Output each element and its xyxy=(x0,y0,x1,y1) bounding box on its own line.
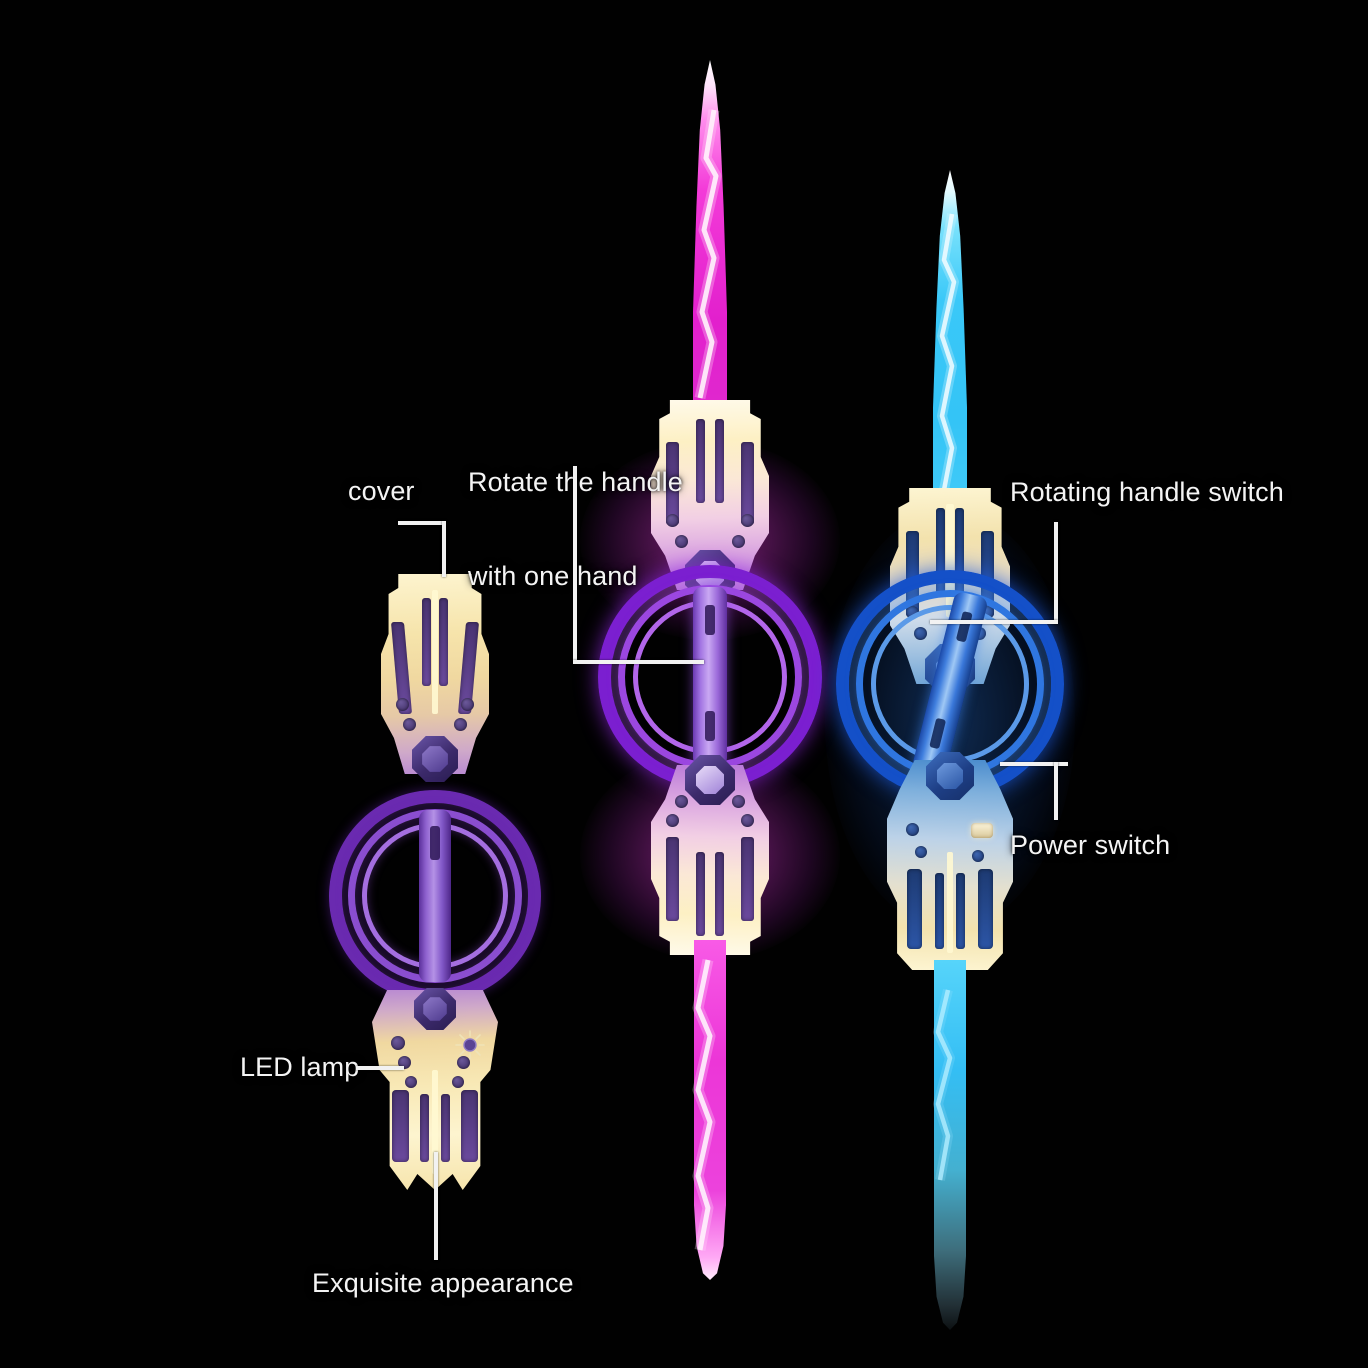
hilt-stud-1 xyxy=(666,814,680,828)
grip-stud-2 xyxy=(914,846,927,859)
hilt-inlay-center-left xyxy=(935,507,946,594)
handle-slot-bottom xyxy=(929,717,947,750)
hilt-spine xyxy=(431,590,439,714)
hilt-inlay-center-right xyxy=(439,598,448,686)
grip-inlay-right xyxy=(977,869,993,949)
hilt-stud-3 xyxy=(740,514,754,527)
grip-inlay-center-left xyxy=(934,873,944,949)
blue-lower-grip xyxy=(887,752,1013,970)
grip-stud-5 xyxy=(451,1076,464,1088)
hilt-stud-2 xyxy=(674,534,688,548)
leader-led-horizontal xyxy=(356,1066,404,1070)
grip-stud-1 xyxy=(905,823,919,836)
hilt-inlay-center-left xyxy=(695,419,706,503)
leader-rotating-switch-horizontal xyxy=(930,620,1058,624)
hilt-inlay-left xyxy=(666,441,680,526)
hilt-stud-1 xyxy=(905,605,919,619)
label-rotate-handle-line2: with one hand xyxy=(468,560,638,591)
led-strip-right xyxy=(461,1090,478,1162)
hilt-inlay-right xyxy=(981,531,995,618)
grip-gem xyxy=(414,988,456,1030)
grip-gem xyxy=(926,752,974,800)
blue-blade-lower xyxy=(934,960,966,1330)
led-strip-center-right xyxy=(441,1094,451,1162)
hilt-gem-core xyxy=(422,746,448,772)
hilt-stud-2 xyxy=(914,627,927,641)
leader-rotate-horizontal xyxy=(573,660,704,664)
blue-blade-upper xyxy=(933,170,967,500)
grip-spine xyxy=(431,1070,439,1174)
purple-rotating-ring[interactable] xyxy=(329,790,541,1002)
led-strip-left xyxy=(392,1090,409,1162)
grip-gem-core xyxy=(936,762,964,790)
hilt-stud-1 xyxy=(666,514,680,527)
grip-gem-core xyxy=(423,997,447,1021)
grip-inlay-center-right xyxy=(956,873,966,949)
leader-power-vertical xyxy=(1054,762,1058,820)
leader-power-horizontal xyxy=(1000,762,1068,766)
pink-blade-lower xyxy=(694,940,726,1280)
ring-handle-bar[interactable] xyxy=(693,587,727,767)
hilt-gem xyxy=(685,755,735,805)
grip-stud-3 xyxy=(972,850,985,863)
hilt-stud-2 xyxy=(674,795,688,809)
leader-cover-vertical xyxy=(442,521,446,577)
label-exquisite-appearance: Exquisite appearance xyxy=(312,1268,574,1298)
leader-exquisite-vertical xyxy=(434,1152,438,1260)
label-rotating-handle-switch: Rotating handle switch xyxy=(1010,477,1284,507)
hilt-gem xyxy=(412,736,458,782)
hilt-stud-1 xyxy=(396,698,410,711)
label-cover: cover xyxy=(348,476,415,506)
product-pink-extended[interactable] xyxy=(580,60,840,1280)
led-strip-center-left xyxy=(419,1094,429,1162)
hilt-stud-3 xyxy=(460,698,474,711)
power-switch-button[interactable] xyxy=(970,823,993,838)
grip-stud-4 xyxy=(457,1056,471,1069)
hilt-inlay-center-right xyxy=(954,507,965,594)
hilt-stud-4 xyxy=(732,534,746,548)
label-power-switch: Power switch xyxy=(1010,830,1171,860)
hilt-inlay-center-left xyxy=(422,598,431,686)
grip-inlay-left xyxy=(907,869,923,949)
hilt-inlay-center-right xyxy=(714,852,725,936)
hilt-stud-3 xyxy=(740,814,754,828)
ring-handle-bar[interactable] xyxy=(419,810,451,982)
product-purple-folded[interactable] xyxy=(300,560,570,1200)
hilt-gem-core xyxy=(696,766,724,794)
handle-slot-top xyxy=(705,605,715,635)
product-blue-extended[interactable] xyxy=(811,170,1089,1330)
pink-blade-upper xyxy=(693,60,727,410)
hilt-inlay-right xyxy=(740,441,754,526)
grip-stud-1 xyxy=(390,1036,405,1050)
grip-stud-2 xyxy=(398,1056,412,1069)
hilt-spine xyxy=(946,503,954,618)
hilt-inlay-left xyxy=(905,531,919,618)
pink-rotating-ring[interactable] xyxy=(598,565,822,789)
hilt-inlay-right xyxy=(740,837,754,921)
hilt-stud-2 xyxy=(402,718,416,731)
purple-cover-housing xyxy=(381,574,489,782)
handle-slot-bottom xyxy=(705,711,715,741)
leader-cover-horizontal xyxy=(398,521,446,525)
pink-lower-hilt xyxy=(651,755,769,955)
hilt-inlay-center-left xyxy=(695,852,706,936)
label-led-lamp: LED lamp xyxy=(240,1052,360,1082)
grip-stud-3 xyxy=(404,1076,417,1088)
hilt-stud-4 xyxy=(732,795,746,809)
handle-slot xyxy=(430,826,440,860)
leader-rotating-switch-vertical xyxy=(1054,522,1058,624)
hilt-inlay-left xyxy=(666,837,680,921)
rotating-handle-switch-target[interactable] xyxy=(955,610,973,643)
hilt-inlay-center-right xyxy=(714,419,725,503)
hilt-stud-4 xyxy=(454,718,468,731)
purple-lower-grip xyxy=(372,988,498,1190)
leader-rotate-vertical xyxy=(573,466,577,662)
grip-spine xyxy=(946,852,954,954)
